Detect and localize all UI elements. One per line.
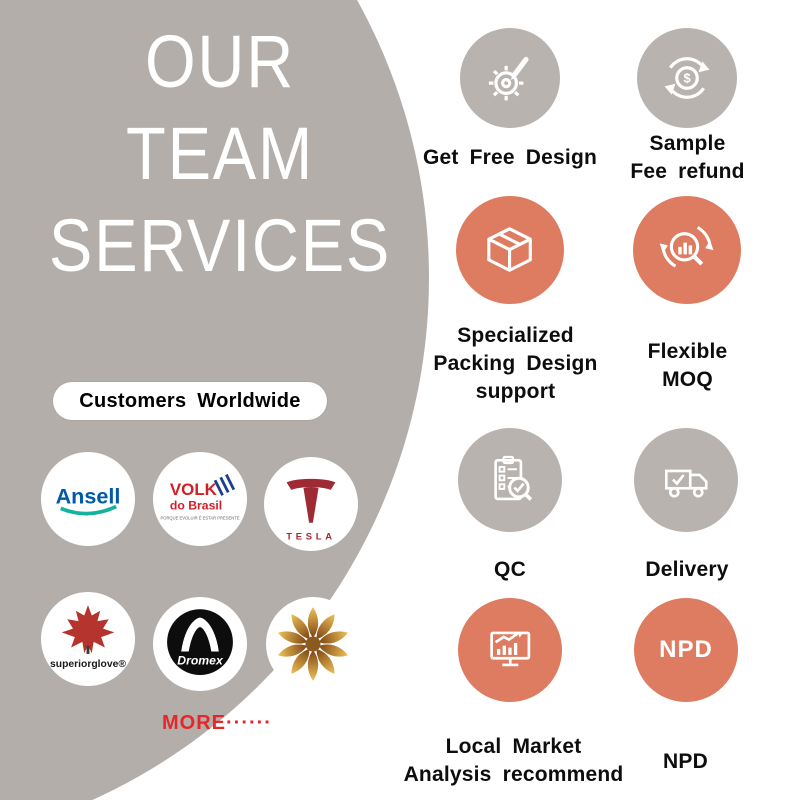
service-label-market-analysis: Local Market Analysis recommend (403, 735, 624, 787)
dromex-wordmark: Dromex (177, 654, 224, 668)
bar-chart-magnifier-cycle-icon (660, 226, 714, 268)
volk-do-brasil-logo-icon: VOLK do Brasil PORQUE EVOLUIR É ESTAR PR… (160, 473, 240, 521)
dollar-refund-cycle-icon: $ (664, 57, 710, 99)
qc-circle (458, 428, 562, 532)
svg-text:$: $ (683, 70, 690, 85)
delivery-truck-icon (664, 469, 708, 498)
title-line-3: SERVICES (48, 203, 392, 287)
volk-line1: VOLK (170, 480, 218, 499)
logo-dromex: Dromex (153, 597, 247, 691)
gear-pencil-design-icon (488, 56, 529, 101)
sample-fee-refund-circle: $ (637, 28, 737, 128)
packing-design-circle (456, 196, 564, 304)
superiorglove-wordmark: superiorglove® (50, 659, 126, 670)
logo-ansell: Ansell (41, 452, 135, 546)
get-free-design-circle (460, 28, 560, 128)
flexible-moq-circle (633, 196, 741, 304)
tesla-t-mark (286, 478, 336, 523)
service-label-qc: QC (494, 558, 526, 581)
service-label-sample-fee-refund: Sample Fee refund (630, 132, 745, 184)
delivery-circle (634, 428, 738, 532)
service-label-packing-design: Specialized Packing Design support (433, 324, 598, 404)
tesla-logo-icon: TESLA (286, 478, 336, 542)
logo-petrochina (266, 597, 360, 691)
monitor-analytics-icon (490, 631, 530, 666)
title-line-2: TEAM (126, 111, 314, 195)
npd-monogram: NPD (659, 636, 713, 663)
market-analysis-circle (458, 598, 562, 702)
title-line-1: OUR (144, 20, 295, 103)
service-label-npd: NPD (663, 750, 708, 773)
page-title: OUR TEAM SERVICES (26, 16, 413, 291)
customers-worldwide-badge: Customers Worldwide (53, 382, 327, 420)
logo-tesla: TESLA (264, 457, 358, 551)
npd-circle: NPD (634, 598, 738, 702)
maple-leaf-icon (61, 605, 115, 654)
golden-petal-flower-icon (275, 605, 351, 683)
ansell-wordmark: Ansell (56, 484, 121, 509)
volk-tagline: PORQUE EVOLUIR É ESTAR PRESENTE (160, 516, 239, 521)
tesla-wordmark: TESLA (286, 531, 336, 542)
service-label-flexible-moq: Flexible MOQ (647, 340, 728, 392)
superiorglove-logo-icon: superiorglove® (50, 605, 126, 670)
dromex-logo-icon: Dromex (167, 609, 233, 676)
ansell-logo-icon: Ansell (56, 484, 121, 516)
more-label: MORE······ (162, 712, 272, 734)
flower-center (305, 636, 321, 652)
packing-box-icon (487, 227, 533, 273)
service-label-delivery: Delivery (645, 558, 729, 581)
service-label-get-free-design: Get Free Design (422, 146, 598, 169)
dromex-dome-inner (188, 627, 212, 652)
volk-line2: do Brasil (170, 498, 222, 512)
logo-volk-do-brasil: VOLK do Brasil PORQUE EVOLUIR É ESTAR PR… (153, 452, 247, 546)
logo-superiorglove: superiorglove® (41, 592, 135, 686)
volk-stripes-icon (213, 473, 236, 496)
checklist-magnifier-icon (494, 455, 532, 501)
ansell-swoosh (60, 504, 117, 516)
